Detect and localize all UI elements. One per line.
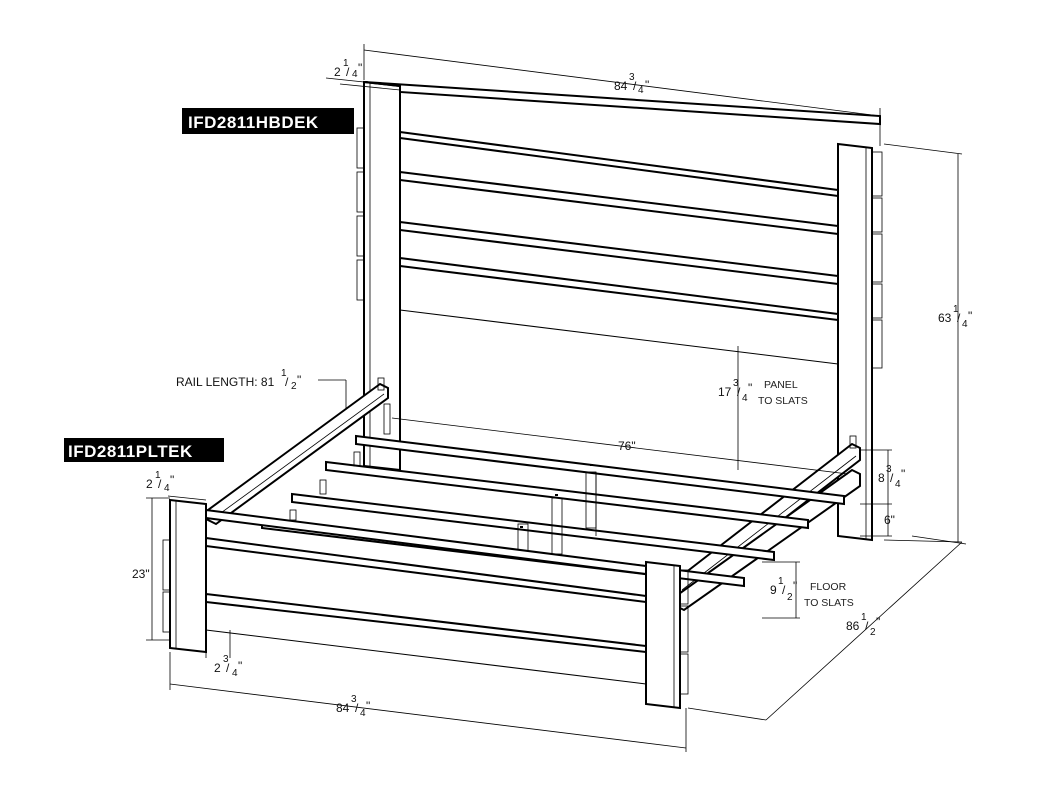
- svg-text:4: 4: [638, 85, 644, 96]
- svg-text:1: 1: [953, 304, 959, 315]
- footboard: [162, 498, 689, 710]
- svg-text:1: 1: [861, 612, 867, 623]
- svg-text:3: 3: [629, 72, 635, 83]
- dim-overall-height: 63 1 / 4 ": [938, 304, 972, 330]
- svg-text:84: 84: [336, 701, 350, 715]
- svg-text:": ": [968, 309, 972, 323]
- svg-text:": ": [297, 373, 301, 387]
- svg-text:4: 4: [742, 393, 748, 404]
- svg-text:/: /: [957, 311, 961, 325]
- dim-footboard-height: 23": [132, 567, 150, 581]
- svg-text:": ": [358, 61, 362, 75]
- svg-text:2: 2: [334, 65, 341, 79]
- svg-text:2: 2: [214, 661, 221, 675]
- svg-text:4: 4: [352, 69, 358, 80]
- svg-text:3: 3: [223, 654, 229, 665]
- svg-text:": ": [748, 381, 752, 395]
- svg-text:4: 4: [164, 483, 170, 494]
- svg-text:8: 8: [878, 471, 885, 485]
- svg-text:/: /: [226, 661, 230, 675]
- svg-text:": ": [238, 659, 242, 673]
- headboard: [356, 80, 883, 542]
- svg-text:/: /: [737, 385, 741, 399]
- svg-text:": ": [793, 579, 797, 593]
- svg-text:/: /: [285, 375, 289, 389]
- dim-footboard-width: 84 3 / 4 ": [336, 694, 370, 719]
- svg-text:": ": [645, 78, 649, 92]
- dim-floor-to-slats: 9 1 / 2 " FLOOR TO SLATS: [770, 576, 854, 609]
- svg-text:": ": [366, 699, 370, 713]
- svg-text:": ": [901, 467, 905, 481]
- svg-text:/: /: [355, 701, 359, 715]
- svg-text:63: 63: [938, 311, 952, 325]
- svg-text:": ": [170, 473, 174, 487]
- svg-text:1: 1: [281, 368, 287, 379]
- svg-text:/: /: [890, 471, 894, 485]
- svg-text:/: /: [782, 583, 786, 597]
- dim-slat-width: 76": [618, 439, 636, 453]
- svg-text:4: 4: [232, 668, 238, 679]
- svg-text:84: 84: [614, 79, 628, 93]
- svg-text:4: 4: [962, 319, 968, 330]
- svg-text:FLOOR: FLOOR: [810, 581, 847, 593]
- svg-text:/: /: [346, 65, 350, 79]
- svg-text:17: 17: [718, 385, 732, 399]
- svg-text:TO SLATS: TO SLATS: [804, 597, 854, 609]
- svg-text:1: 1: [343, 58, 349, 69]
- svg-text:1: 1: [155, 470, 161, 481]
- bed-frame: [207, 377, 861, 612]
- svg-text:/: /: [633, 79, 637, 93]
- svg-text:2: 2: [787, 592, 793, 603]
- svg-text:PANEL: PANEL: [764, 379, 798, 391]
- svg-text:2: 2: [870, 627, 876, 638]
- footboard-label: IFD2811PLTEK: [64, 438, 224, 462]
- svg-text:9: 9: [770, 583, 777, 597]
- dim-panel-to-slats: 17 3 / 4 " PANEL TO SLATS: [718, 378, 808, 407]
- dim-rail-length: RAIL LENGTH: 81 1 / 2 ": [176, 368, 301, 392]
- svg-text:86: 86: [846, 619, 860, 633]
- svg-text:": ": [876, 615, 880, 629]
- headboard-label: IFD2811HBDEK: [182, 108, 354, 134]
- dim-headboard-width: 84 3 / 4 ": [614, 72, 649, 96]
- dim-rail-height: 8 3 / 4 ": [878, 464, 905, 490]
- svg-text:1: 1: [778, 576, 784, 587]
- svg-text:2: 2: [291, 381, 297, 392]
- svg-text:3: 3: [733, 378, 739, 389]
- dim-overall-length: 86 1 / 2 ": [846, 612, 880, 638]
- svg-text:4: 4: [895, 479, 901, 490]
- svg-text:/: /: [158, 477, 162, 491]
- dimension-lines: [146, 44, 967, 752]
- dim-headboard-post-width: 2 1 / 4 ": [334, 58, 362, 80]
- footboard-code: IFD2811PLTEK: [68, 442, 193, 461]
- svg-text:3: 3: [351, 694, 357, 705]
- dim-footboard-leg: 2 3 / 4 ": [214, 654, 242, 679]
- svg-text:2: 2: [146, 477, 153, 491]
- svg-text:3: 3: [886, 464, 892, 475]
- headboard-code: IFD2811HBDEK: [188, 113, 319, 132]
- svg-text:TO SLATS: TO SLATS: [758, 395, 808, 407]
- dim-rail-clearance: 6": [884, 513, 895, 527]
- svg-text:4: 4: [360, 708, 366, 719]
- svg-text:/: /: [865, 619, 869, 633]
- dim-footboard-post-width: 2 1 / 4 ": [146, 470, 174, 494]
- svg-text:RAIL LENGTH: 81: RAIL LENGTH: 81: [176, 375, 275, 389]
